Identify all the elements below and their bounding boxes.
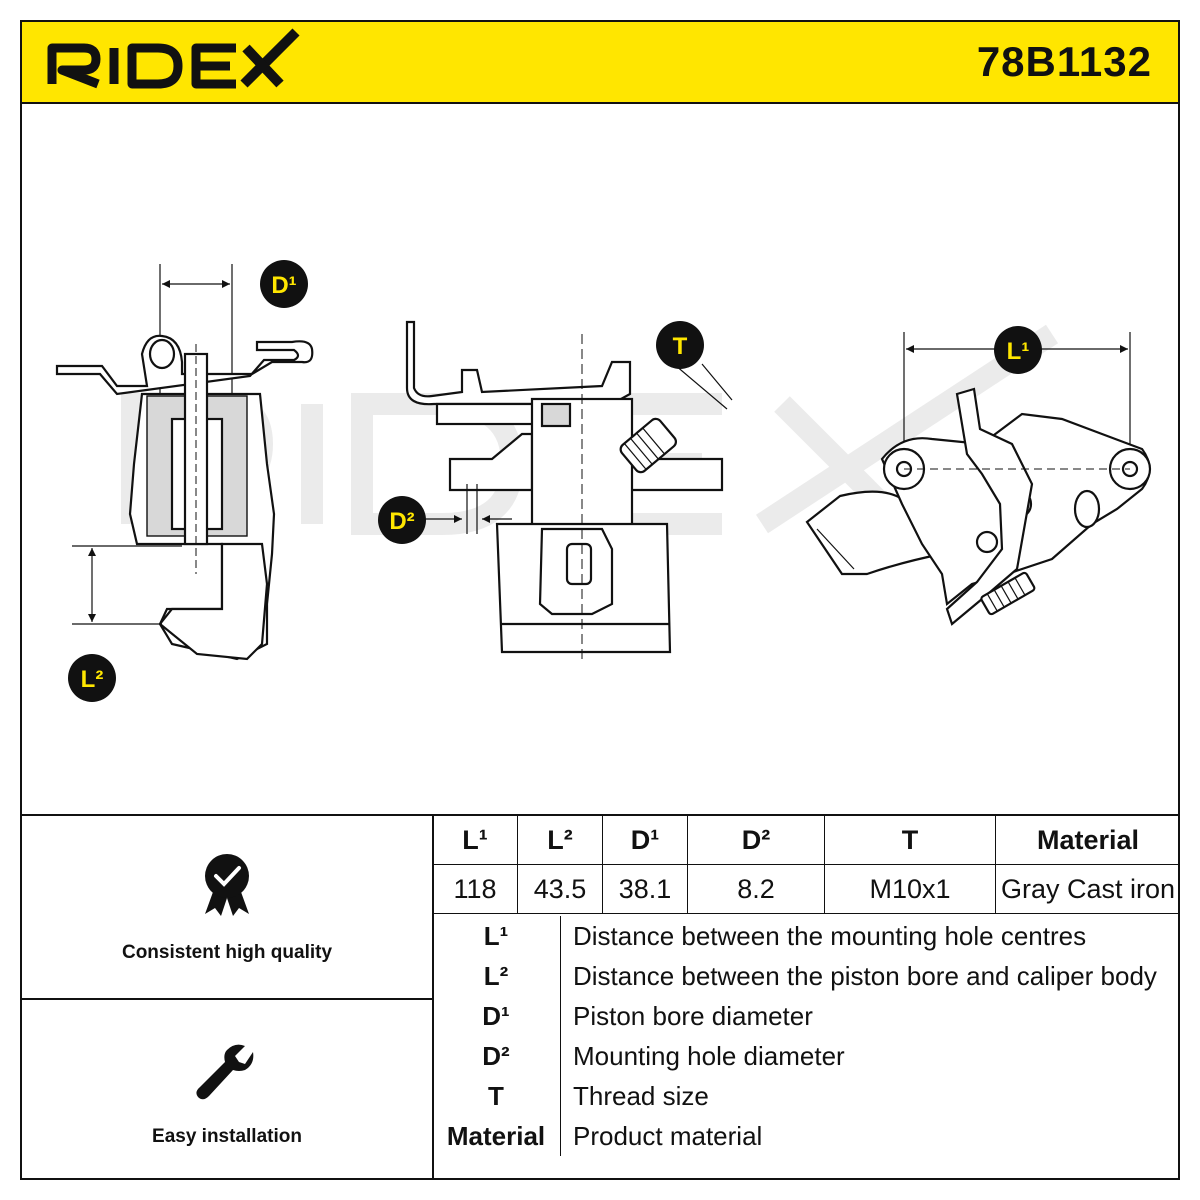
feature-quality-label: Consistent high quality: [121, 942, 333, 963]
legend-key: D²: [432, 1036, 561, 1076]
legend-row: L¹ Distance between the mounting hole ce…: [432, 916, 1180, 956]
header-bar: 78B1132: [22, 22, 1178, 104]
spec-header-t: T: [824, 816, 996, 865]
svg-text:L²: L²: [81, 666, 104, 693]
spec-value-d2: 8.2: [687, 864, 825, 914]
feature-quality: [22, 852, 432, 923]
spec-value-l2: 43.5: [517, 864, 603, 914]
spec-value-t: M10x1: [824, 864, 996, 914]
wrench-icon: [196, 1044, 254, 1100]
ridex-logo: [47, 28, 300, 89]
legend-desc: Distance between the piston bore and cal…: [573, 960, 1157, 991]
legend-desc: Piston bore diameter: [573, 1000, 813, 1031]
legend-key: L¹: [432, 916, 561, 956]
feature-installation-label: Easy installation: [152, 1126, 302, 1147]
legend-table: L¹ Distance between the mounting hole ce…: [432, 916, 1180, 1156]
spec-sheet: 78B1132: [20, 20, 1180, 1180]
callout-l2: L²: [68, 654, 116, 702]
legend-key: L²: [432, 956, 561, 996]
caliper-diagram: D¹ L² T D² L¹: [55, 260, 1152, 702]
spec-header-d2: D²: [687, 816, 825, 865]
spec-header-material: Material: [995, 816, 1180, 865]
legend-row: Material Product material: [432, 1116, 1180, 1156]
legend-row: L² Distance between the piston bore and …: [432, 956, 1180, 996]
callout-l1: L¹: [994, 326, 1042, 374]
spec-value-d1: 38.1: [602, 864, 688, 914]
legend-key: D¹: [432, 996, 561, 1036]
legend-key: Material: [432, 1116, 561, 1156]
callout-t: T: [656, 321, 704, 369]
features-panel: Consistent high quality Easy installatio…: [22, 816, 434, 1180]
svg-text:T: T: [673, 333, 688, 360]
spec-header-d1: D¹: [602, 816, 688, 865]
feature-divider: [22, 998, 432, 1000]
svg-text:D¹: D¹: [271, 272, 296, 299]
spec-header-l2: L²: [517, 816, 603, 865]
quality-badge-icon: [205, 854, 249, 916]
info-section: Consistent high quality Easy installatio…: [22, 814, 1180, 1180]
legend-key: T: [432, 1076, 561, 1116]
legend-row: D¹ Piston bore diameter: [432, 996, 1180, 1036]
spec-header-l1: L¹: [432, 816, 518, 865]
legend-desc: Product material: [573, 1120, 763, 1151]
legend-desc: Mounting hole diameter: [573, 1040, 845, 1071]
legend-desc: Distance between the mounting hole centr…: [573, 920, 1087, 951]
svg-text:D²: D²: [389, 508, 414, 535]
svg-text:L¹: L¹: [1007, 338, 1030, 365]
spec-header-row: L¹ L² D¹ D² T Material: [432, 816, 1180, 865]
callout-d2: D²: [378, 496, 426, 544]
caliper-front-view: [405, 320, 733, 664]
spec-value-l1: 118: [432, 864, 518, 914]
legend-row: T Thread size: [432, 1076, 1180, 1116]
spec-table: L¹ L² D¹ D² T Material 118 43.5 38.1 8.2…: [432, 816, 1180, 914]
caliper-rear-view: [805, 332, 1152, 626]
callout-d1: D¹: [260, 260, 308, 308]
legend-desc: Thread size: [573, 1080, 709, 1111]
part-number: 78B1132: [976, 38, 1152, 85]
caliper-side-section: [55, 264, 314, 661]
legend-row: D² Mounting hole diameter: [432, 1036, 1180, 1076]
spec-value-material: Gray Cast iron: [995, 864, 1180, 914]
feature-installation: [22, 1042, 432, 1111]
spec-value-row: 118 43.5 38.1 8.2 M10x1 Gray Cast iron: [432, 864, 1180, 914]
